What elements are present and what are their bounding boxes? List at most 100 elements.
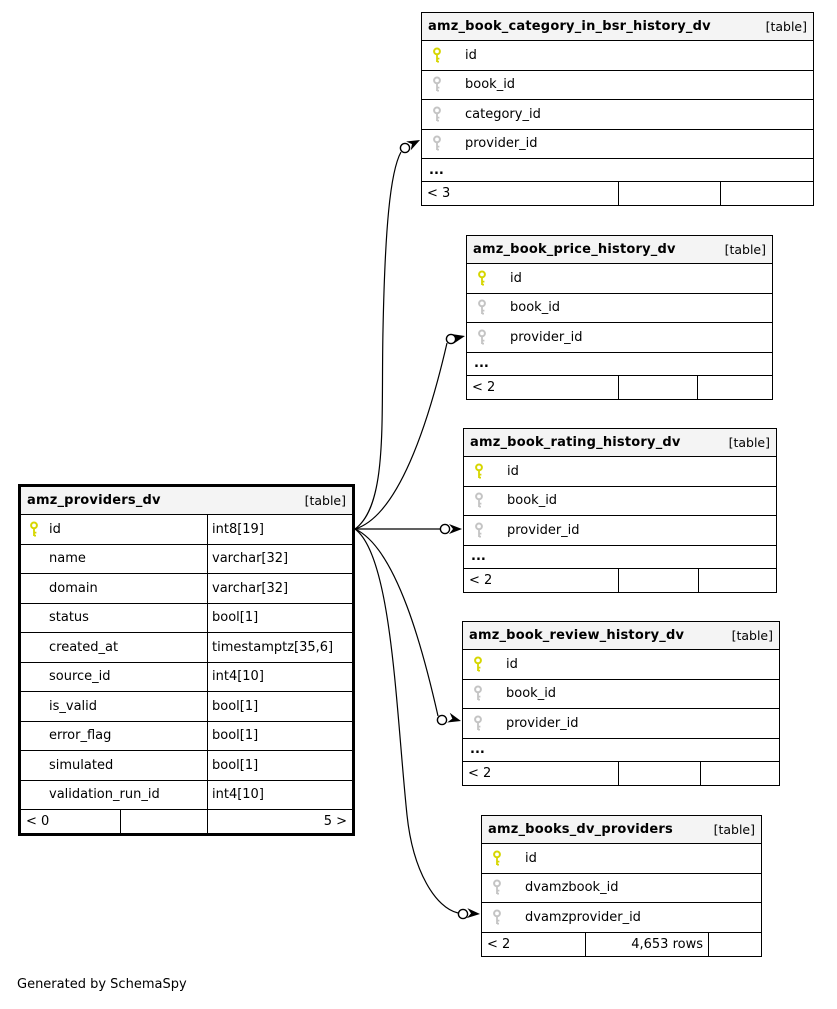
ellipsis-row: ... [464, 546, 776, 569]
table-type-tag: [table] [728, 435, 770, 450]
primary-key-icon-slot [463, 656, 506, 673]
arrowhead-icon [466, 908, 480, 919]
cardinality-circle [439, 523, 451, 535]
column-name-cell: status [21, 604, 207, 633]
table-node-amz_book_category_in_bsr_history_dv[interactable]: amz_book_category_in_bsr_history_dv [tabl… [421, 12, 814, 206]
relationship-line [354, 342, 448, 530]
column-name-cell: created_at [21, 633, 207, 662]
foreign-key-icon-slot [482, 909, 525, 926]
column-row: error_flag bool[1] [21, 721, 352, 751]
footer-cell: 5 > [207, 810, 352, 833]
column-name-cell: id [482, 844, 761, 873]
column-name: provider_id [506, 715, 579, 731]
table-header[interactable]: amz_book_review_history_dv [table] [463, 622, 779, 650]
table-header[interactable]: amz_book_price_history_dv [table] [467, 236, 772, 264]
column-name: category_id [465, 106, 541, 122]
cardinality-circle [445, 333, 457, 345]
relationship-line [354, 528, 459, 914]
table-type-tag: [table] [765, 19, 807, 34]
column-name-cell: id [467, 264, 772, 293]
column-name-cell: source_id [21, 663, 207, 692]
cardinality-circle [436, 714, 448, 726]
arrowhead-icon [406, 140, 420, 151]
footer-cell [700, 761, 779, 785]
footer-cell: < 3 [427, 186, 451, 201]
column-row: book_id [467, 293, 772, 323]
column-row: dvamzbook_id [482, 873, 761, 903]
column-name: provider_id [465, 136, 538, 152]
column-name-cell: book_id [467, 294, 772, 323]
column-row: category_id [422, 100, 813, 130]
table-node-amz_books_dv_providers[interactable]: amz_books_dv_providers [table] id dvamzbook… [481, 815, 762, 957]
column-row: provider_id [422, 129, 813, 159]
table-node-amz_book_price_history_dv[interactable]: amz_book_price_history_dv [table] id book_i… [466, 235, 773, 400]
column-name-cell: provider_id [463, 709, 779, 738]
primary-key-icon-slot [422, 47, 465, 64]
generated-by-note: Generated by SchemaSpy [17, 977, 187, 992]
cardinality-circle [457, 908, 469, 920]
column-name: book_id [465, 77, 516, 93]
table-type-tag: [table] [713, 822, 755, 837]
table-title[interactable]: amz_book_review_history_dv [469, 628, 685, 643]
column-name: error_flag [49, 728, 112, 744]
table-title[interactable]: amz_book_category_in_bsr_history_dv [428, 19, 711, 34]
column-name-cell: name [21, 545, 207, 574]
footer-cell: < 2 [468, 765, 492, 781]
table-node-amz_book_rating_history_dv[interactable]: amz_book_rating_history_dv [table] id book_… [463, 428, 777, 593]
column-name-cell: provider_id [464, 516, 776, 545]
footer-cell [618, 182, 720, 205]
column-name: id [465, 47, 477, 63]
foreign-key-icon-slot [467, 329, 510, 346]
table-type-tag: [table] [304, 493, 346, 508]
table-type-tag: [table] [731, 628, 773, 643]
table-header[interactable]: amz_book_category_in_bsr_history_dv [tabl… [422, 13, 813, 41]
table-title[interactable]: amz_book_rating_history_dv [470, 435, 681, 450]
column-name: book_id [507, 493, 558, 509]
primary-key-icon-slot [467, 270, 510, 287]
primary-key-icon-slot [464, 463, 507, 480]
column-name-cell: book_id [463, 680, 779, 709]
cardinality-circle [399, 142, 411, 154]
column-row: dvamzprovider_id [482, 903, 761, 933]
table-type-tag: [table] [724, 242, 766, 257]
table-header[interactable]: amz_book_rating_history_dv [table] [464, 429, 776, 457]
table-title[interactable]: amz_books_dv_providers [488, 822, 673, 837]
table-header[interactable]: amz_providers_dv [table] [21, 487, 352, 515]
table-title[interactable]: amz_book_price_history_dv [473, 242, 676, 257]
table-header[interactable]: amz_books_dv_providers [table] [482, 816, 761, 844]
column-row: id [467, 264, 772, 294]
foreign-key-icon-slot [464, 522, 507, 539]
column-name-cell: id [21, 515, 207, 544]
column-row: id [463, 650, 779, 680]
column-name: id [510, 270, 522, 286]
column-type: bool[1] [207, 721, 352, 750]
footer-cell [618, 375, 697, 399]
column-type: timestamptz[35,6] [207, 633, 352, 662]
table-title[interactable]: amz_providers_dv [27, 493, 161, 508]
column-name-cell: validation_run_id [21, 781, 207, 810]
column-name-cell: book_id [422, 71, 813, 100]
primary-key-icon-slot [21, 521, 49, 538]
footer-cell: < 2 [472, 379, 496, 395]
footer-cell [708, 932, 761, 956]
column-name: id [525, 850, 537, 866]
footer-cell [120, 810, 207, 833]
footer-cell [618, 568, 698, 592]
foreign-key-icon-slot [464, 492, 507, 509]
foreign-key-icon-slot [463, 715, 506, 732]
column-name: name [49, 551, 86, 567]
column-name: dvamzprovider_id [525, 909, 641, 925]
column-name: id [49, 521, 61, 537]
relationship-line [354, 528, 439, 717]
column-name: source_id [49, 669, 111, 685]
column-row: id [422, 41, 813, 71]
column-name: created_at [49, 639, 119, 655]
column-name-cell: id [464, 457, 776, 486]
